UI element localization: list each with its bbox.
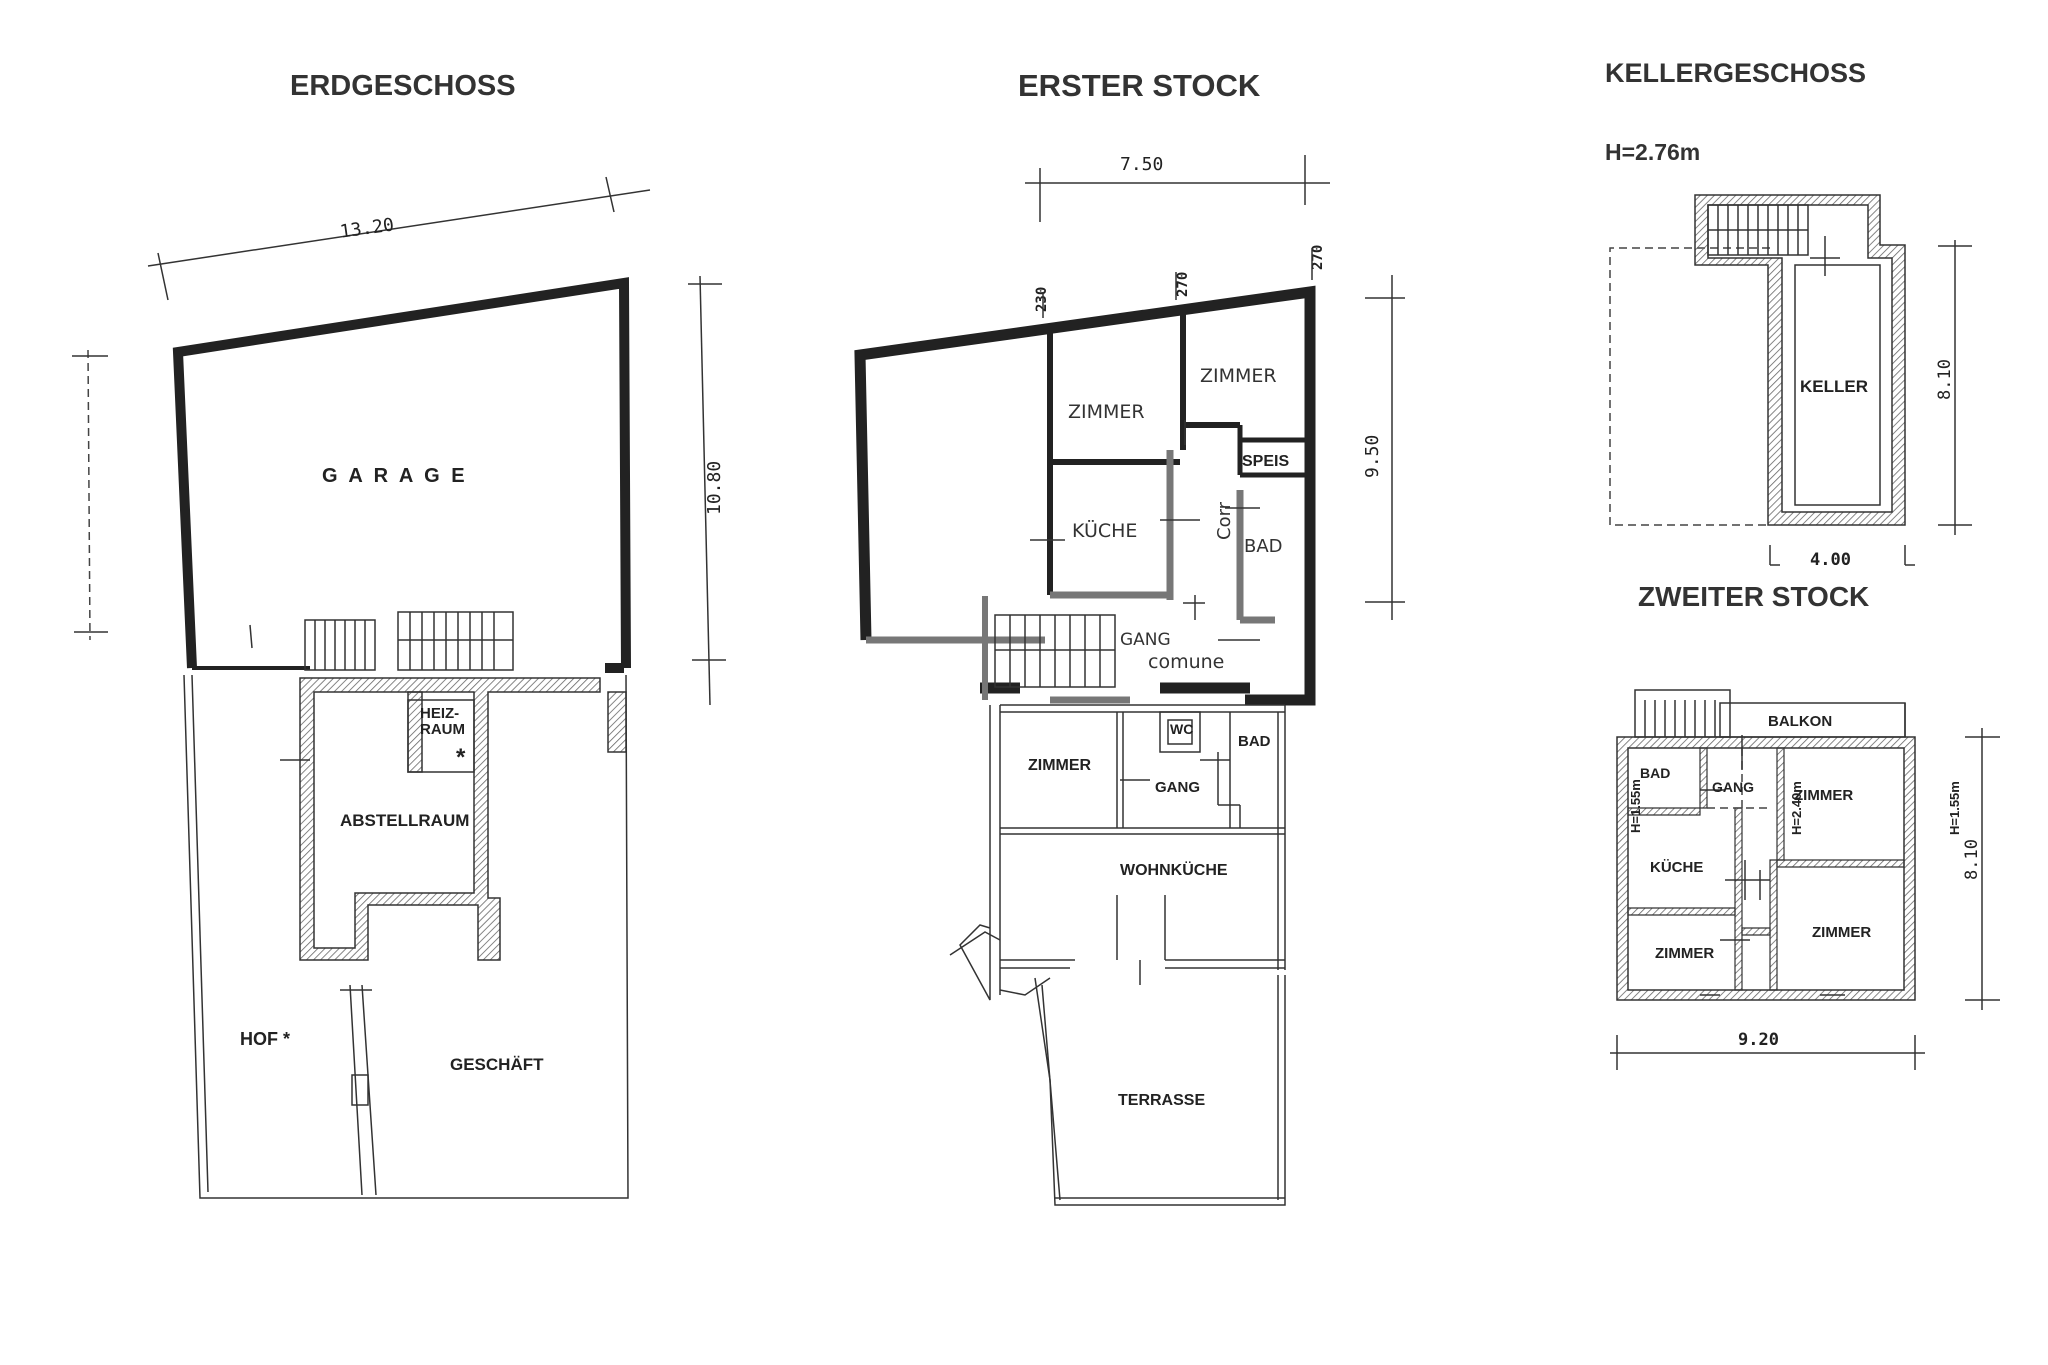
height-mid: H=2.40m [1789,781,1804,835]
erster-stock-plan: 7.50 9.50 230 270 270 [854,154,1405,1206]
erster-stock-dim-width: 7.50 [1120,154,1163,175]
zweiter-stock-dim-width: 9.20 [1738,1030,1779,1050]
title-erdgeschoss: ERDGESCHOSS [290,70,516,102]
room-corr: Corr [1214,501,1235,540]
keller-height-label: H=2.76m [1605,139,1700,165]
zweiter-stock-dim-depth: 8.10 [1962,839,1982,880]
room-balkon: BALKON [1768,713,1832,730]
title-kellergeschoss: KELLERGESCHOSS [1605,58,1866,88]
room-hof: HOF * [240,1029,290,1049]
room-wc: WC [1170,721,1193,737]
keller-dim-depth: 8.10 [1935,359,1955,400]
room-keller: KELLER [1800,377,1868,396]
height-label-3: 270 [1310,245,1326,270]
erdgeschoss-stairs [304,611,514,671]
room-gang-comune-line1: GANG [1120,630,1171,650]
title-zweiter-stock: ZWEITER STOCK [1638,581,1869,612]
height-label-1: 230 [1034,287,1050,312]
room-bad-1: BAD [1244,536,1283,557]
room-speis: SPEIS [1242,453,1289,470]
kellergeschoss-plan: 8.10 4.00 KELLER [1609,194,1972,570]
room-heizraum-line1: HEIZ- [420,705,459,722]
room-zimmer-2: ZIMMER [1812,924,1871,941]
room-gang: GANG [1155,779,1200,796]
erdgeschoss-dim-width: 13.20 [339,214,396,242]
height-right: H=1.55m [1947,781,1962,835]
room-terrasse: TERRASSE [1118,1092,1205,1109]
room-bad: BAD [1640,765,1670,781]
room-zimmer-3: ZIMMER [1655,945,1714,962]
erster-stock-stairs [994,614,1116,688]
room-kueche: KÜCHE [1072,519,1137,542]
zweiter-stock-plan: 9.20 8.10 H=1.55m H=2.40m H=1.55m BALKON… [1610,689,2000,1070]
erdgeschoss-dim-depth: 10.80 [704,461,725,515]
room-garage: G A R A G E [322,465,468,487]
erdgeschoss-hatched-walls [299,677,601,961]
keller-hatched-walls [1694,194,1906,526]
room-zimmer-3: ZIMMER [1028,757,1092,774]
height-label-2: 270 [1175,272,1191,297]
room-geschaeft: GESCHÄFT [450,1055,544,1074]
room-wohnkueche: WOHNKÜCHE [1120,860,1228,879]
room-abstellraum: ABSTELLRAUM [340,811,469,830]
room-gang: GANG [1712,779,1754,795]
keller-dim-width: 4.00 [1810,550,1851,570]
room-gang-comune-line2: comune [1148,651,1224,673]
room-zimmer-2: ZIMMER [1200,365,1277,387]
title-erster-stock: ERSTER STOCK [1018,68,1261,103]
erster-stock-dim-depth: 9.50 [1362,435,1383,478]
height-left: H=1.55m [1628,779,1643,833]
room-bad-2: BAD [1238,733,1271,750]
room-zimmer-1: ZIMMER [1068,401,1145,423]
room-kueche: KÜCHE [1650,859,1703,876]
room-heizraum-line2: RAUM [420,721,465,738]
room-zimmer-1: ZIMMER [1794,787,1853,804]
heizraum-mark: * [456,744,466,771]
erdgeschoss-plan: 13.20 10.80 [72,176,726,1199]
